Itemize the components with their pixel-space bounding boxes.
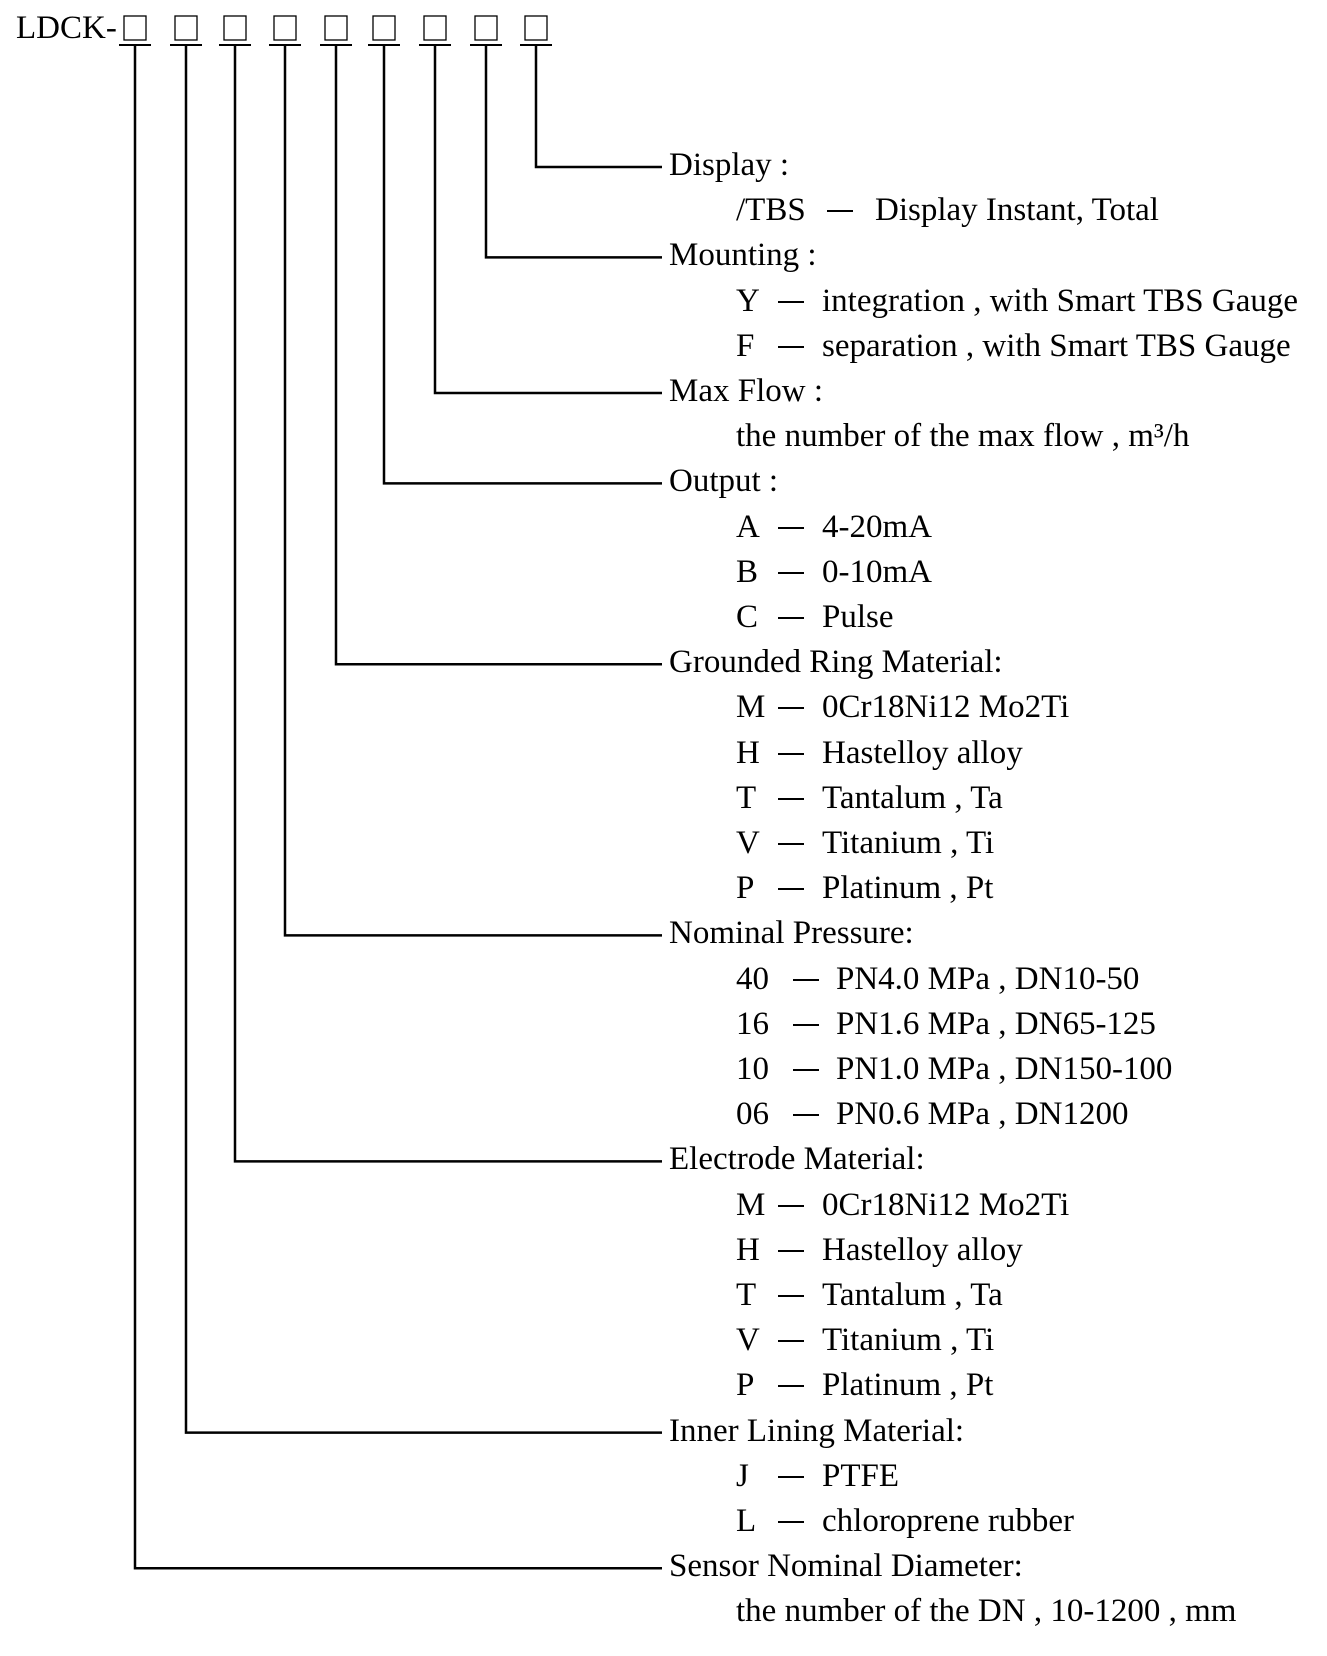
dash-separator — [793, 1069, 819, 1071]
dash-separator — [793, 1023, 819, 1026]
option-description: Hastelloy alloy — [822, 1231, 1023, 1268]
option-description: 0-10mA — [822, 553, 932, 590]
option-description: Display Instant, Total — [875, 192, 1159, 229]
option-code: T — [736, 779, 757, 816]
section-label: Display : — [669, 147, 790, 183]
dash-separator — [778, 1295, 804, 1297]
section-label: Mounting : — [669, 237, 817, 274]
option-code: J — [736, 1457, 749, 1494]
code-box-9 — [524, 15, 548, 41]
option-description: PN1.6 MPa , DN65-125 — [836, 1005, 1156, 1042]
option-code: L — [736, 1503, 757, 1539]
option-code: F — [736, 327, 755, 364]
option-description: Tantalum , Ta — [822, 779, 1003, 816]
branch-line — [334, 45, 662, 666]
code-box-2 — [174, 15, 198, 41]
branch-line — [133, 45, 662, 1570]
option-code: 40 — [736, 960, 769, 997]
code-box-7 — [423, 15, 447, 41]
dash-separator — [778, 888, 804, 891]
option-code: H — [736, 734, 760, 771]
dash-separator — [778, 1340, 804, 1343]
dash-separator — [793, 1114, 819, 1117]
code-box-6 — [372, 15, 396, 41]
section-label: Nominal Pressure: — [669, 915, 914, 952]
option-code: V — [736, 1322, 760, 1359]
option-description: integration , with Smart TBS Gauge — [822, 282, 1299, 319]
branch-line — [233, 45, 662, 1163]
section-label: Electrode Material: — [669, 1141, 925, 1178]
option-code: Y — [736, 282, 760, 319]
section-note: the number of the DN , 10-1200 , mm — [736, 1593, 1237, 1630]
dash-separator — [778, 797, 804, 800]
option-code: /TBS — [736, 192, 806, 229]
option-description: Titanium , Ti — [822, 1322, 995, 1359]
option-description: separation , with Smart TBS Gauge — [822, 327, 1291, 364]
dash-separator — [778, 617, 804, 619]
option-code: V — [736, 825, 760, 861]
option-code: T — [736, 1277, 757, 1313]
dash-separator — [778, 300, 804, 303]
section-label: Sensor Nominal Diameter: — [669, 1548, 1023, 1585]
section-label: Inner Lining Material: — [669, 1412, 965, 1449]
section-label: Grounded Ring Material: — [669, 644, 1003, 681]
code-box-1 — [123, 15, 147, 41]
option-description: PN4.0 MPa , DN10-50 — [836, 960, 1140, 997]
branch-line — [484, 45, 662, 259]
dash-separator — [778, 1204, 804, 1207]
option-code: 06 — [736, 1096, 769, 1133]
option-description: PN0.6 MPa , DN1200 — [836, 1096, 1129, 1133]
option-description: Pulse — [822, 599, 894, 635]
branch-line — [382, 45, 662, 485]
option-description: PTFE — [822, 1457, 900, 1494]
option-code: 16 — [736, 1005, 769, 1042]
option-description: 4-20mA — [822, 508, 932, 545]
section-note: the number of the max flow , m³/h — [736, 418, 1190, 455]
option-description: PN1.0 MPa , DN150-100 — [836, 1051, 1173, 1087]
code-box-8 — [474, 15, 498, 41]
dash-separator — [778, 526, 804, 529]
dash-separator — [778, 345, 804, 348]
dash-separator — [778, 843, 804, 845]
option-code: B — [736, 553, 759, 590]
dash-separator — [778, 1475, 804, 1478]
dash-separator — [778, 707, 804, 710]
dash-separator — [793, 978, 819, 981]
option-description: Hastelloy alloy — [822, 734, 1023, 771]
code-box-5 — [324, 15, 348, 41]
dash-separator — [778, 1249, 804, 1252]
option-description: Platinum , Pt — [822, 1367, 994, 1404]
option-description: Tantalum , Ta — [822, 1277, 1003, 1313]
dash-separator — [778, 1385, 804, 1388]
code-box-3 — [223, 15, 247, 41]
option-description: 0Cr18Ni12 Mo2Ti — [822, 1186, 1070, 1223]
option-description: Platinum , Pt — [822, 870, 994, 907]
option-code: P — [736, 1367, 755, 1404]
option-description: 0Cr18Ni12 Mo2Ti — [822, 689, 1070, 726]
section-label: Max Flow : — [669, 373, 824, 409]
model-prefix: LDCK- — [16, 10, 117, 46]
section-label: Output : — [669, 463, 779, 500]
option-description: Titanium , Ti — [822, 825, 995, 861]
branch-line — [283, 45, 662, 937]
option-code: A — [736, 508, 760, 545]
branch-line — [184, 45, 662, 1434]
dash-separator — [778, 752, 804, 755]
option-code: M — [736, 689, 766, 726]
dash-separator — [827, 210, 853, 213]
option-code: C — [736, 599, 759, 635]
option-code: P — [736, 870, 755, 907]
option-description: chloroprene rubber — [822, 1503, 1074, 1539]
option-code: M — [736, 1186, 766, 1223]
branch-line — [433, 45, 662, 395]
code-box-4 — [273, 15, 297, 41]
option-code: 10 — [736, 1051, 769, 1087]
option-code: H — [736, 1231, 760, 1268]
dash-separator — [778, 571, 804, 574]
branch-line — [534, 45, 662, 169]
dash-separator — [778, 1521, 804, 1523]
